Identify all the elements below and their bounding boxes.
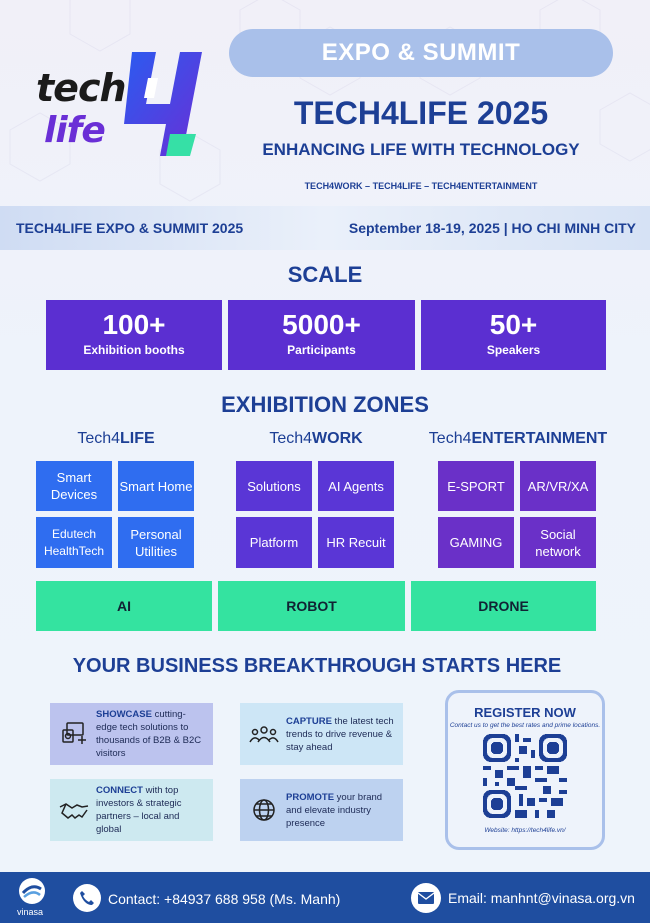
mail-icon	[411, 883, 441, 913]
register-box: REGISTER NOW Contact us to get the best …	[445, 690, 605, 850]
register-heading: REGISTER NOW	[474, 705, 576, 720]
zone-title-work: Tech4WORK	[236, 430, 396, 448]
card-connect: CONNECT with top investors & strategic p…	[50, 779, 213, 841]
footer: vinasa Contact: +84937 688 958 (Ms. Manh…	[0, 872, 650, 923]
banner-event-name: TECH4LIFE EXPO & SUMMIT 2025	[16, 220, 244, 236]
contact-phone[interactable]: Contact: +84937 688 958 (Ms. Manh)	[108, 891, 341, 907]
zone-name: ENTERTAINMENT	[471, 430, 608, 447]
card-rest: cutting-edge tech solutions to thousands…	[96, 709, 202, 759]
scale-number: 100+	[102, 309, 166, 340]
phone-icon	[73, 884, 101, 912]
scale-number: 5000+	[282, 309, 361, 340]
zone-tile: AI Agents	[318, 461, 394, 511]
qr-code[interactable]	[483, 734, 567, 818]
card-text: SHOWCASE cutting-edge tech solutions to …	[96, 708, 205, 760]
globe-icon	[248, 798, 280, 822]
zone-tile: HR Recuit	[318, 517, 394, 568]
tagline: TECH4WORK – TECH4LIFE – TECH4ENTERTAINME…	[304, 181, 538, 191]
zone-tile: Solutions	[236, 461, 312, 511]
scale-caption: Speakers	[486, 343, 541, 357]
card-rest: your brand and elevate industry presence	[286, 791, 383, 829]
zone-name: WORK	[312, 430, 363, 447]
scale-number: 50+	[489, 309, 538, 340]
handshake-icon	[58, 799, 90, 821]
logo-text-life: life	[44, 110, 106, 151]
card-strong: SHOWCASE	[96, 709, 152, 720]
zone-tile: Personal Utilities	[118, 517, 194, 568]
zones-heading: EXHIBITION ZONES	[221, 392, 429, 417]
tech4life-logo: tech life	[34, 48, 204, 160]
zone-prefix: Tech4	[77, 430, 121, 447]
card-text: PROMOTE your brand and elevate industry …	[286, 791, 395, 830]
scale-speakers: 50+ Speakers	[421, 300, 606, 370]
scale-participants: 5000+ Participants	[228, 300, 415, 370]
scale-booths: 100+ Exhibition booths	[46, 300, 222, 370]
vinasa-brand: vinasa	[17, 907, 44, 917]
zone-tile: Smart Devices	[36, 461, 112, 511]
page-subtitle: ENHANCING LIFE WITH TECHNOLOGY	[262, 140, 580, 159]
zone-title-entertainment: Tech4ENTERTAINMENT	[418, 430, 618, 448]
scale-caption: Exhibition booths	[83, 343, 185, 357]
zone-bar-robot: ROBOT	[218, 581, 405, 631]
business-heading: YOUR BUSINESS BREAKTHROUGH STARTS HERE	[72, 655, 562, 677]
zone-tile: AR/VR/XA	[520, 461, 596, 511]
zone-tile: Edutech HealthTech	[36, 517, 112, 568]
banner-date-location: September 18-19, 2025 | HO CHI MINH CITY	[348, 220, 636, 236]
expo-summit-pill: EXPO & SUMMIT	[229, 29, 613, 77]
scale-heading: SCALE	[287, 262, 363, 287]
zone-tile: Social network	[520, 517, 596, 568]
card-strong: CONNECT	[96, 785, 143, 796]
zone-tile: E-SPORT	[438, 461, 514, 511]
zone-title-life: Tech4LIFE	[36, 430, 196, 448]
zone-bar-ai: AI	[36, 581, 212, 631]
card-promote: PROMOTE your brand and elevate industry …	[240, 779, 403, 841]
zone-prefix: Tech4	[269, 430, 313, 447]
scale-caption: Participants	[287, 343, 356, 357]
zone-tile: Smart Home	[118, 461, 194, 511]
card-showcase: SHOWCASE cutting-edge tech solutions to …	[50, 703, 213, 765]
card-capture: CAPTURE the latest tech trends to drive …	[240, 703, 403, 765]
zone-tile: GAMING	[438, 517, 514, 568]
card-strong: PROMOTE	[286, 791, 335, 803]
showcase-icon	[58, 721, 90, 747]
logo-4-mark	[124, 52, 202, 156]
zone-name: LIFE	[120, 430, 155, 447]
people-icon	[248, 724, 280, 744]
zone-tile: Platform	[236, 517, 312, 568]
card-strong: CAPTURE	[286, 715, 332, 727]
card-text: CAPTURE the latest tech trends to drive …	[286, 715, 395, 754]
register-subtext: Contact us to get the best rates and pri…	[449, 722, 601, 729]
card-text: CONNECT with top investors & strategic p…	[96, 784, 205, 836]
contact-email[interactable]: Email: manhnt@vinasa.org.vn	[448, 890, 635, 906]
card-rest: with top investors & strategic partners …	[96, 785, 182, 835]
register-website[interactable]: Website: https://tech4life.vn/	[484, 827, 566, 834]
card-rest: the latest tech trends to drive revenue …	[286, 715, 394, 753]
vinasa-logo-icon	[19, 878, 45, 904]
zone-prefix: Tech4	[428, 430, 472, 447]
page-title: TECH4LIFE 2025	[293, 95, 549, 131]
date-banner: TECH4LIFE EXPO & SUMMIT 2025 September 1…	[0, 206, 650, 250]
logo-text-tech: tech	[36, 66, 127, 110]
zone-bar-drone: DRONE	[411, 581, 596, 631]
